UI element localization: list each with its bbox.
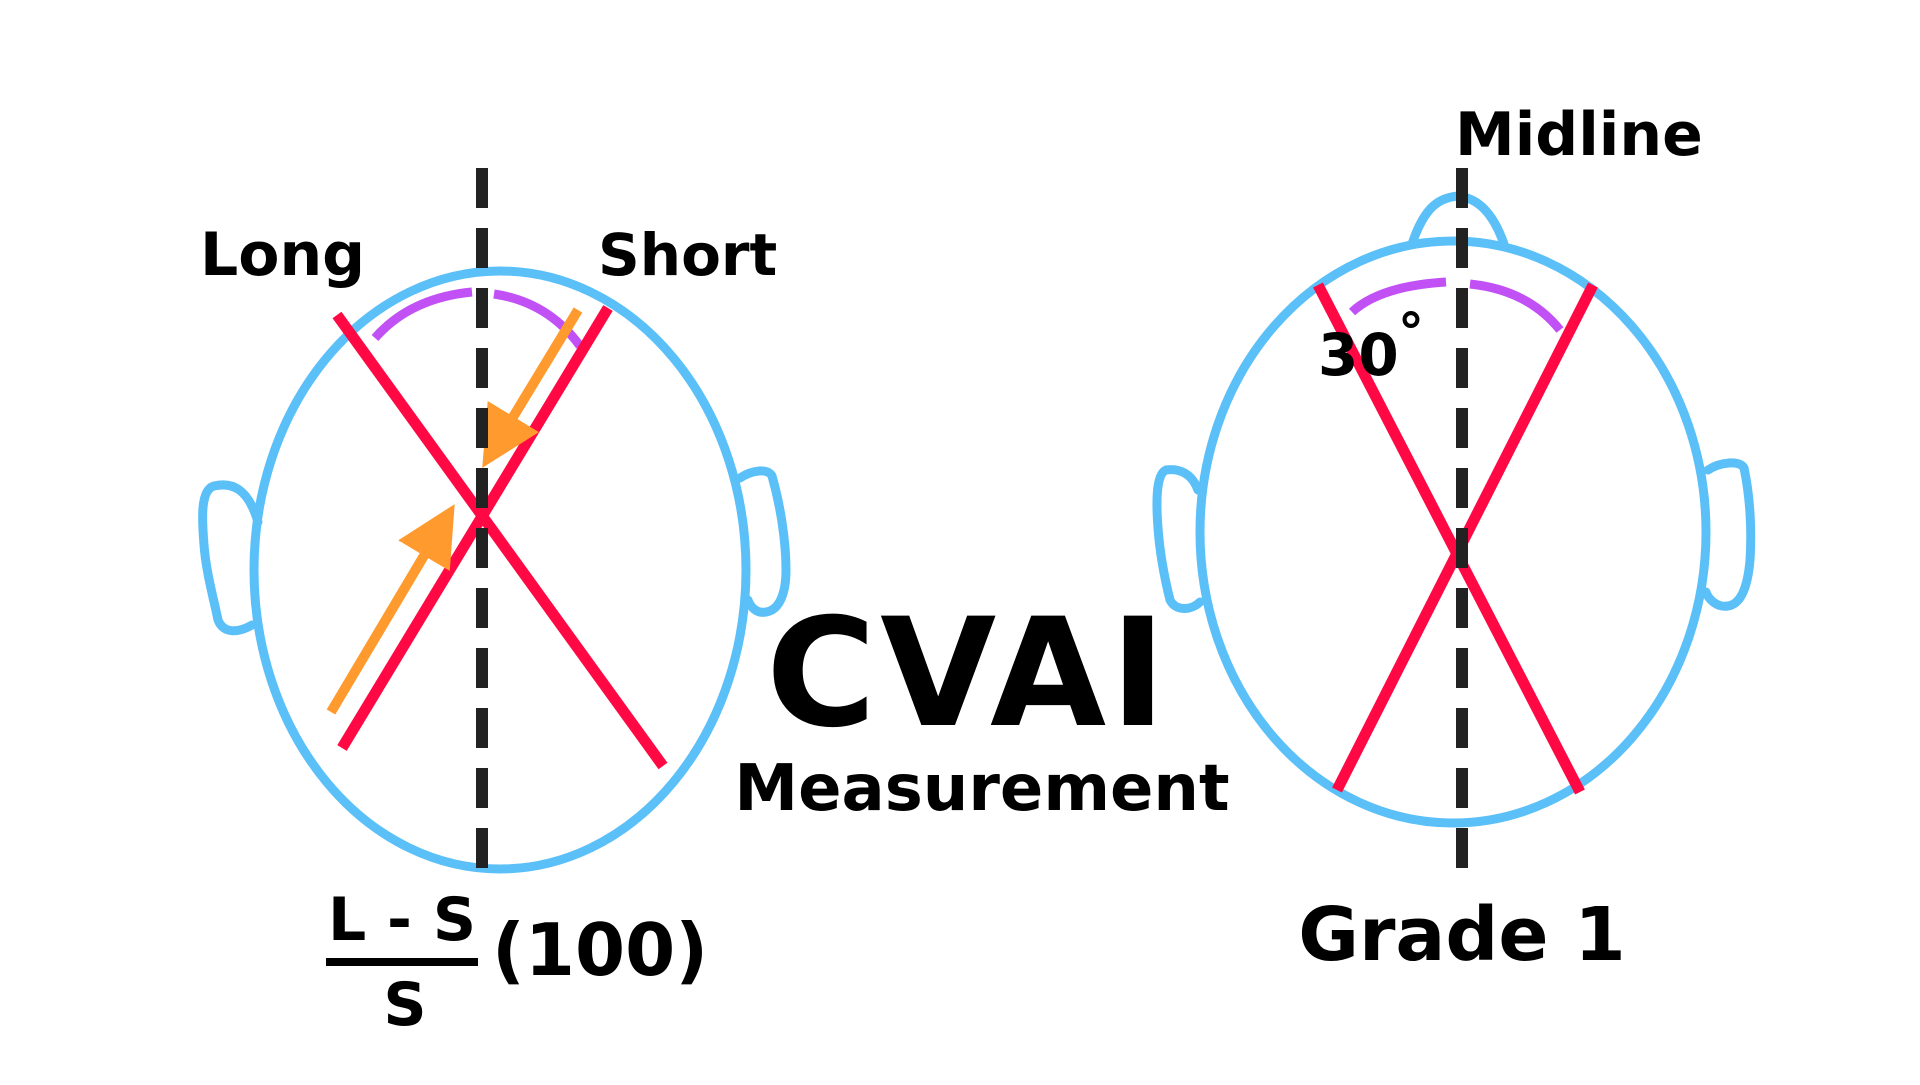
left-head-short-diagonal xyxy=(337,305,613,751)
angle-degree-symbol: ° xyxy=(1398,303,1424,363)
title-cvai: CVAI xyxy=(766,587,1170,761)
angle-label: 30 xyxy=(1318,321,1399,389)
right-head: Midline 30 ° Grade 1 xyxy=(1152,100,1756,978)
left-head-outline xyxy=(249,266,751,874)
left-head: Long Short xyxy=(198,168,791,874)
cvai-formula: L - S S (100) xyxy=(326,885,708,1040)
label-midline: Midline xyxy=(1455,100,1703,170)
grade-label: Grade 1 xyxy=(1298,892,1626,978)
title-measurement: Measurement xyxy=(734,752,1229,826)
left-head-right-ear xyxy=(735,466,791,617)
right-head-left-ear xyxy=(1152,465,1205,613)
left-head-left-ear xyxy=(198,480,263,636)
formula-denominator: S xyxy=(383,970,426,1040)
label-long: Long xyxy=(200,220,365,290)
center-title: CVAI Measurement xyxy=(734,587,1229,826)
right-head-diagonal-a xyxy=(1313,282,1585,795)
left-head-arrow-upper xyxy=(482,307,583,468)
left-head-arrow-lower xyxy=(326,504,455,715)
formula-multiplier: (100) xyxy=(492,908,708,992)
left-head-long-diagonal xyxy=(332,311,668,770)
label-short: Short xyxy=(598,221,777,289)
formula-numerator: L - S xyxy=(328,885,476,955)
left-head-angle-arc-right xyxy=(493,289,584,349)
right-head-angle-arc-left xyxy=(1348,277,1447,316)
left-head-angle-arc-left xyxy=(371,287,473,342)
right-head-right-ear xyxy=(1701,458,1756,611)
right-head-angle-arc-right xyxy=(1469,279,1564,333)
right-head-outline xyxy=(1195,236,1711,828)
